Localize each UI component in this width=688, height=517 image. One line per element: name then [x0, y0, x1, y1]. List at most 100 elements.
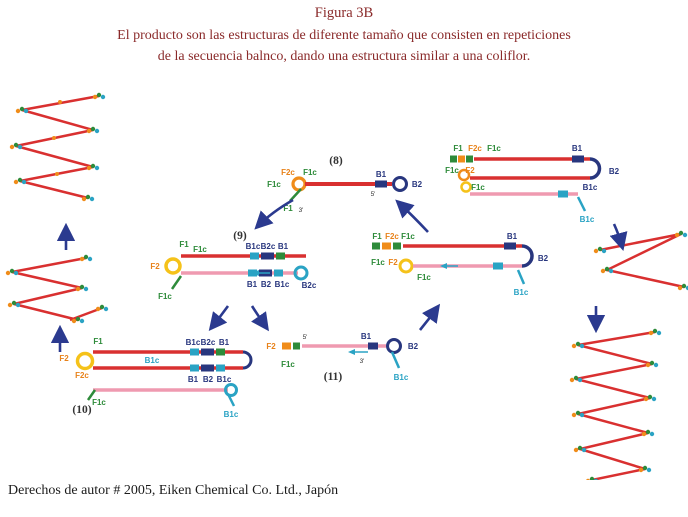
label-b2: B2	[408, 342, 419, 351]
label-3prime: 3'	[299, 207, 304, 214]
label-b1: B1	[188, 375, 199, 384]
label-f1c: F1c	[417, 273, 431, 282]
label-b2: B2	[261, 280, 272, 289]
primer-arrow	[252, 270, 259, 276]
structure-top-right: F1 F2c F1c B1 F1c F2 B2 F1c B1c B1c	[445, 144, 620, 224]
b-loop	[521, 244, 534, 268]
label-f1: F1	[372, 232, 382, 241]
label-b1c: B1c	[217, 375, 232, 384]
region-block	[190, 348, 199, 356]
label-b2: B2	[609, 167, 620, 176]
mark	[52, 136, 56, 140]
cauliflower-structure-right-small	[593, 230, 688, 291]
label-f2: F2	[266, 342, 276, 351]
b-loop	[589, 157, 602, 180]
label-f1: F1	[453, 144, 463, 153]
label-5prime: 5'	[303, 334, 308, 341]
label-f1c: F1c	[471, 183, 485, 192]
region-block	[261, 252, 274, 260]
region-block	[276, 252, 285, 260]
figure-title: Figura 3B	[314, 5, 374, 21]
label-f2c: F2c	[468, 144, 482, 153]
region-block	[216, 348, 225, 356]
zigzag-strand	[599, 232, 685, 289]
region-block	[293, 342, 300, 350]
copyright-text: Derechos de autor # 2005, Eiken Chemical…	[8, 483, 339, 498]
region-block	[466, 155, 473, 163]
description-line-1: El producto son las estructuras de difer…	[117, 28, 571, 43]
arrow-midright-to-8	[395, 199, 429, 233]
f-loop	[398, 258, 414, 274]
region-block	[201, 348, 214, 356]
region-block	[372, 242, 380, 250]
b-loop	[224, 383, 238, 397]
cycle-arrows	[50, 198, 628, 352]
label-b1c: B1c	[275, 280, 290, 289]
structure-9: (9) F1 F2 F1c B1c B2c B1 B1 B2 B1c B2c F…	[150, 230, 317, 301]
b-loop	[293, 265, 309, 281]
label-b2c: B2c	[302, 281, 317, 290]
label-b1c: B1c	[514, 288, 529, 297]
figure-description: El producto son las estructuras de difer…	[0, 25, 688, 67]
label-f1c: F1c	[303, 168, 317, 177]
label-f1c: F1c	[92, 398, 106, 407]
f-loop	[164, 257, 182, 275]
label-b1: B1	[278, 242, 289, 251]
region-block	[393, 242, 401, 250]
label-f1: F1	[93, 337, 103, 346]
step-label-9: (9)	[233, 230, 247, 242]
label-f2c: F2c	[385, 232, 399, 241]
region-block	[450, 155, 457, 163]
region-block	[375, 180, 387, 188]
region-block	[250, 252, 259, 260]
arrow-8-to-9	[254, 198, 294, 230]
label-b1c: B1c	[186, 338, 201, 347]
label-b1c: B1c	[224, 410, 239, 419]
region-block	[558, 190, 568, 198]
step-label-11: (11)	[324, 371, 343, 383]
region-block	[190, 364, 199, 372]
structure-11: (11) F2 F1c 5' B1 B2 B1c 3'	[266, 332, 418, 383]
label-f1c: F1c	[158, 292, 172, 301]
arrow-9-to-11	[250, 305, 269, 332]
b-loop	[392, 176, 408, 192]
label-b1: B1	[376, 170, 387, 179]
structure-10: (10) F1 F2 F2c B1c B2c B1 B1c B1 B2 B1c	[59, 337, 253, 419]
label-b1: B1	[361, 332, 372, 341]
label-b2: B2	[538, 254, 549, 263]
label-3prime: 3'	[360, 358, 365, 365]
label-f1c: F1c	[401, 232, 415, 241]
region-block	[493, 262, 503, 270]
structure-mid-right: F1 F2c F1c B1 B2 F1c F2 F1c B1c	[371, 232, 549, 297]
tail	[390, 351, 401, 369]
mark	[55, 172, 59, 176]
label-b1c: B1c	[583, 183, 598, 192]
region-block	[368, 342, 378, 350]
label-f1c: F1c	[281, 360, 295, 369]
f-loop	[457, 168, 471, 182]
region-block	[504, 242, 516, 250]
label-b2: B2	[412, 180, 423, 189]
cauliflower-structure-right-large	[569, 328, 662, 480]
zigzag-strand	[575, 330, 656, 480]
b-loop	[242, 350, 253, 370]
tail	[226, 393, 236, 407]
arrow-11-to-midright	[418, 303, 441, 331]
label-f2: F2	[59, 354, 69, 363]
step-label-10: (10)	[72, 404, 91, 416]
region-block	[382, 242, 391, 250]
region-block	[216, 364, 225, 372]
f-loop	[291, 176, 307, 192]
cauliflower-structure-top-left	[9, 92, 106, 202]
label-b2c: B2c	[261, 242, 276, 251]
label-b1: B1	[572, 144, 583, 153]
label-f1c: F1c	[371, 258, 385, 267]
label-f2c: F2c	[281, 168, 295, 177]
tail	[170, 275, 183, 290]
label-b1c: B1c	[246, 242, 261, 251]
label-5prime: 5'	[371, 191, 376, 198]
label-b1c: B1c	[394, 373, 409, 382]
region-block	[201, 364, 214, 372]
label-f2: F2	[388, 258, 398, 267]
step-label-8: (8)	[329, 155, 343, 167]
